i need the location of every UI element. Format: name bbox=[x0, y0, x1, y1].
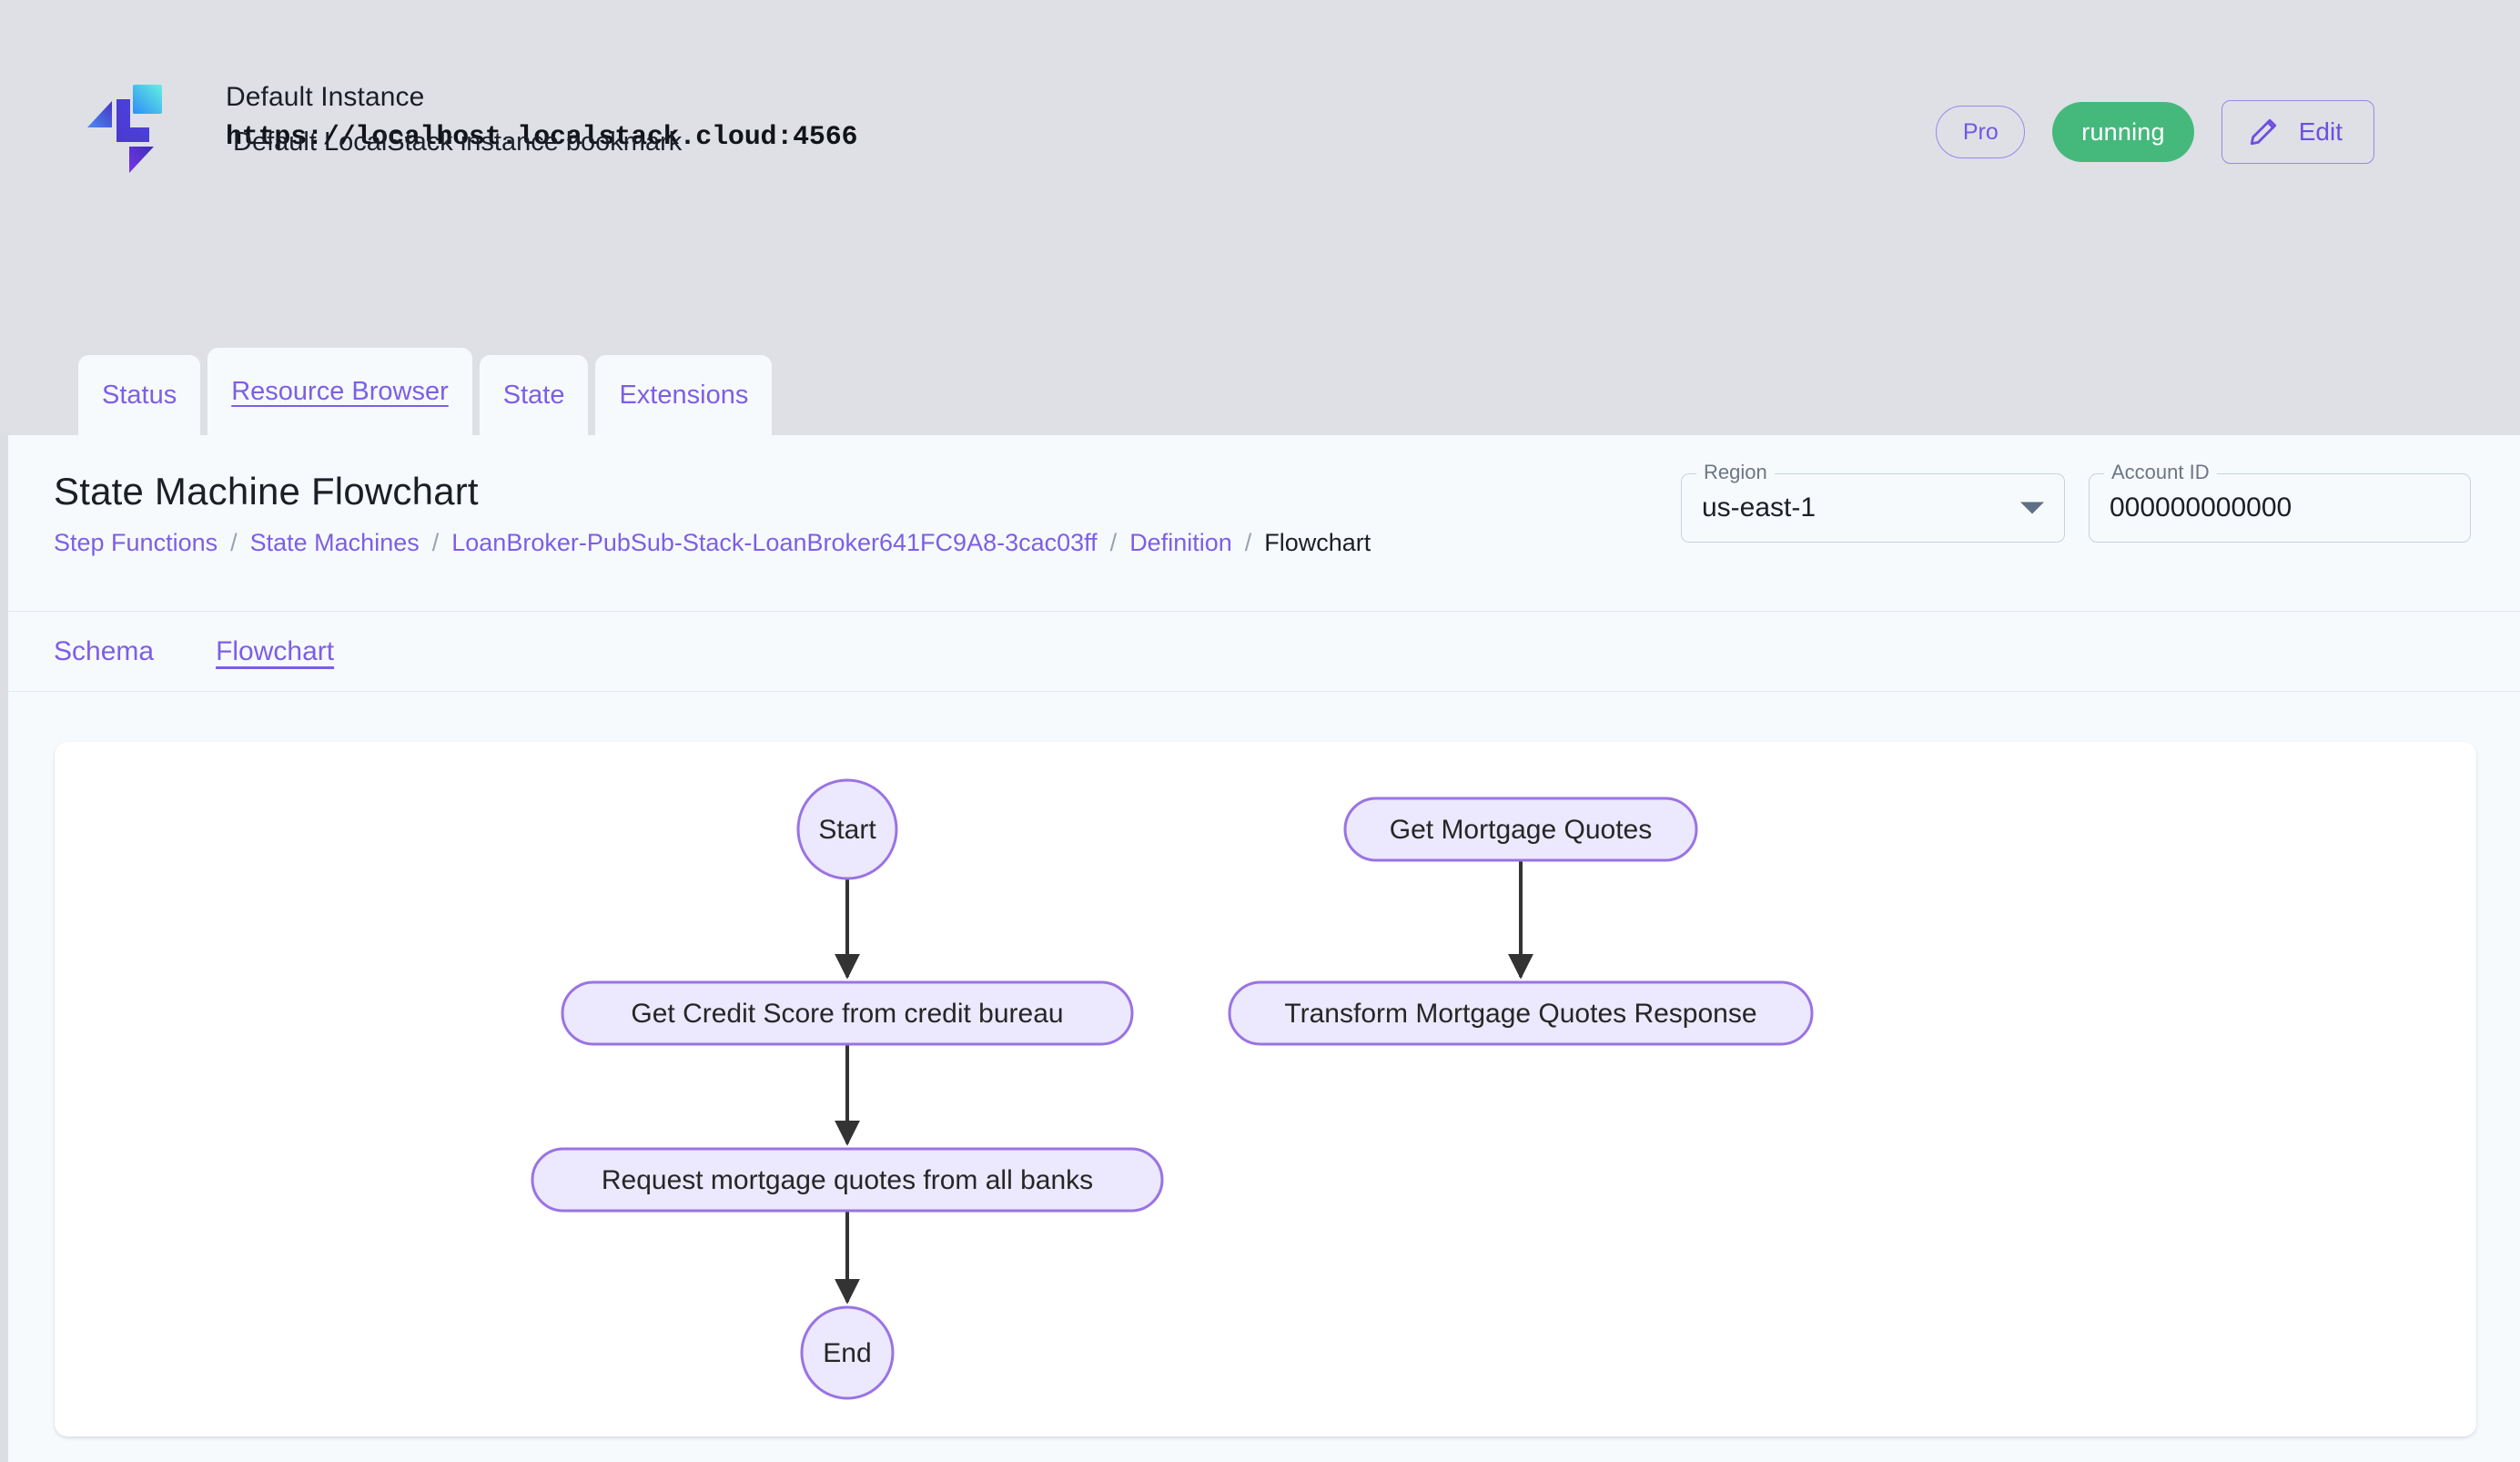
flow-node-transform-mortgage-quotes-response[interactable]: Transform Mortgage Quotes Response bbox=[1228, 980, 1814, 1046]
flow-node-get-mortgage-quotes-label: Get Mortgage Quotes bbox=[1390, 815, 1653, 845]
breadcrumb-separator: / bbox=[230, 529, 238, 556]
breadcrumb-item-state-machines[interactable]: State Machines bbox=[249, 529, 420, 556]
pencil-icon bbox=[2248, 117, 2279, 147]
region-select-value: us-east-1 bbox=[1702, 492, 1817, 523]
flow-node-end[interactable]: End bbox=[800, 1305, 895, 1400]
edit-button-label: Edit bbox=[2298, 117, 2343, 146]
breadcrumb-item-step-functions[interactable]: Step Functions bbox=[54, 529, 218, 556]
region-select-label: Region bbox=[1696, 461, 1775, 484]
instance-text-block: Default Instance https://localhost.local… bbox=[226, 80, 858, 156]
tab-resource-browser[interactable]: Resource Browser bbox=[207, 348, 472, 435]
tab-state-label: State bbox=[502, 380, 565, 410]
account-id-label: Account ID bbox=[2104, 461, 2217, 484]
flowchart-canvas: Start Get Credit Score from credit burea… bbox=[55, 742, 2476, 1437]
flow-node-get-credit-score-label: Get Credit Score from credit bureau bbox=[631, 999, 1063, 1029]
page-title: State Machine Flowchart bbox=[54, 470, 479, 513]
state-machine-flowchart-svg: Start Get Credit Score from credit burea… bbox=[531, 778, 1814, 1400]
context-selectors: Region us-east-1 Account ID 000000000000 bbox=[1681, 461, 2471, 543]
tab-extensions-label: Extensions bbox=[619, 380, 749, 410]
breadcrumb-item-definition[interactable]: Definition bbox=[1129, 529, 1232, 556]
localstack-logo-icon bbox=[87, 84, 167, 178]
chevron-down-icon[interactable] bbox=[2020, 502, 2044, 514]
tab-extensions[interactable]: Extensions bbox=[595, 355, 773, 435]
breadcrumb-item-state-machine-name[interactable]: LoanBroker-PubSub-Stack-LoanBroker641FC9… bbox=[451, 529, 1098, 556]
flow-node-start[interactable]: Start bbox=[796, 778, 898, 880]
edit-button[interactable]: Edit bbox=[2221, 100, 2374, 164]
flow-node-request-mortgage-quotes[interactable]: Request mortgage quotes from all banks bbox=[531, 1147, 1164, 1213]
main-tabs: Status Resource Browser State Extensions bbox=[78, 348, 773, 435]
account-id-value: 000000000000 bbox=[2110, 492, 2292, 523]
flow-node-request-mortgage-quotes-label: Request mortgage quotes from all banks bbox=[602, 1165, 1093, 1195]
tab-status-label: Status bbox=[102, 380, 177, 410]
breadcrumb-item-flowchart: Flowchart bbox=[1264, 529, 1371, 556]
pro-badge[interactable]: Pro bbox=[1936, 106, 2026, 158]
instance-description: Default LocalStack instance bookmark bbox=[233, 127, 683, 157]
breadcrumb-separator: / bbox=[1109, 529, 1118, 556]
view-subtabs: Schema Flowchart bbox=[8, 612, 2520, 692]
subtab-schema[interactable]: Schema bbox=[54, 635, 155, 666]
account-id-field[interactable]: Account ID 000000000000 bbox=[2089, 461, 2471, 543]
breadcrumb: Step Functions / State Machines / LoanBr… bbox=[54, 529, 1371, 557]
header-actions: Pro running Edit bbox=[1936, 100, 2374, 164]
status-badge: running bbox=[2052, 102, 2194, 162]
flow-node-start-label: Start bbox=[818, 815, 876, 845]
instance-url: https://localhost.localstack.cloud:4566 bbox=[226, 121, 858, 153]
main-content: State Machine Flowchart Step Functions /… bbox=[8, 435, 2520, 1462]
tab-resource-browser-label: Resource Browser bbox=[231, 376, 449, 406]
instance-name: Default Instance bbox=[226, 82, 425, 112]
tab-state[interactable]: State bbox=[479, 355, 589, 435]
page-left-rail bbox=[0, 0, 8, 1462]
region-select[interactable]: Region us-east-1 bbox=[1681, 461, 2065, 543]
instance-header: Default Instance https://localhost.local… bbox=[0, 0, 2520, 435]
subtab-flowchart[interactable]: Flowchart bbox=[216, 635, 335, 666]
tab-status[interactable]: Status bbox=[78, 355, 201, 435]
flow-node-get-credit-score[interactable]: Get Credit Score from credit bureau bbox=[561, 980, 1134, 1046]
flow-node-get-mortgage-quotes[interactable]: Get Mortgage Quotes bbox=[1343, 797, 1698, 862]
flow-node-end-label: End bbox=[823, 1338, 871, 1368]
page-header: State Machine Flowchart Step Functions /… bbox=[8, 435, 2520, 612]
flow-edges bbox=[835, 860, 1533, 1305]
breadcrumb-separator: / bbox=[1244, 529, 1252, 556]
breadcrumb-separator: / bbox=[431, 529, 440, 556]
instance-brand: Default Instance https://localhost.local… bbox=[87, 80, 858, 178]
flow-node-transform-mortgage-quotes-response-label: Transform Mortgage Quotes Response bbox=[1284, 999, 1756, 1029]
